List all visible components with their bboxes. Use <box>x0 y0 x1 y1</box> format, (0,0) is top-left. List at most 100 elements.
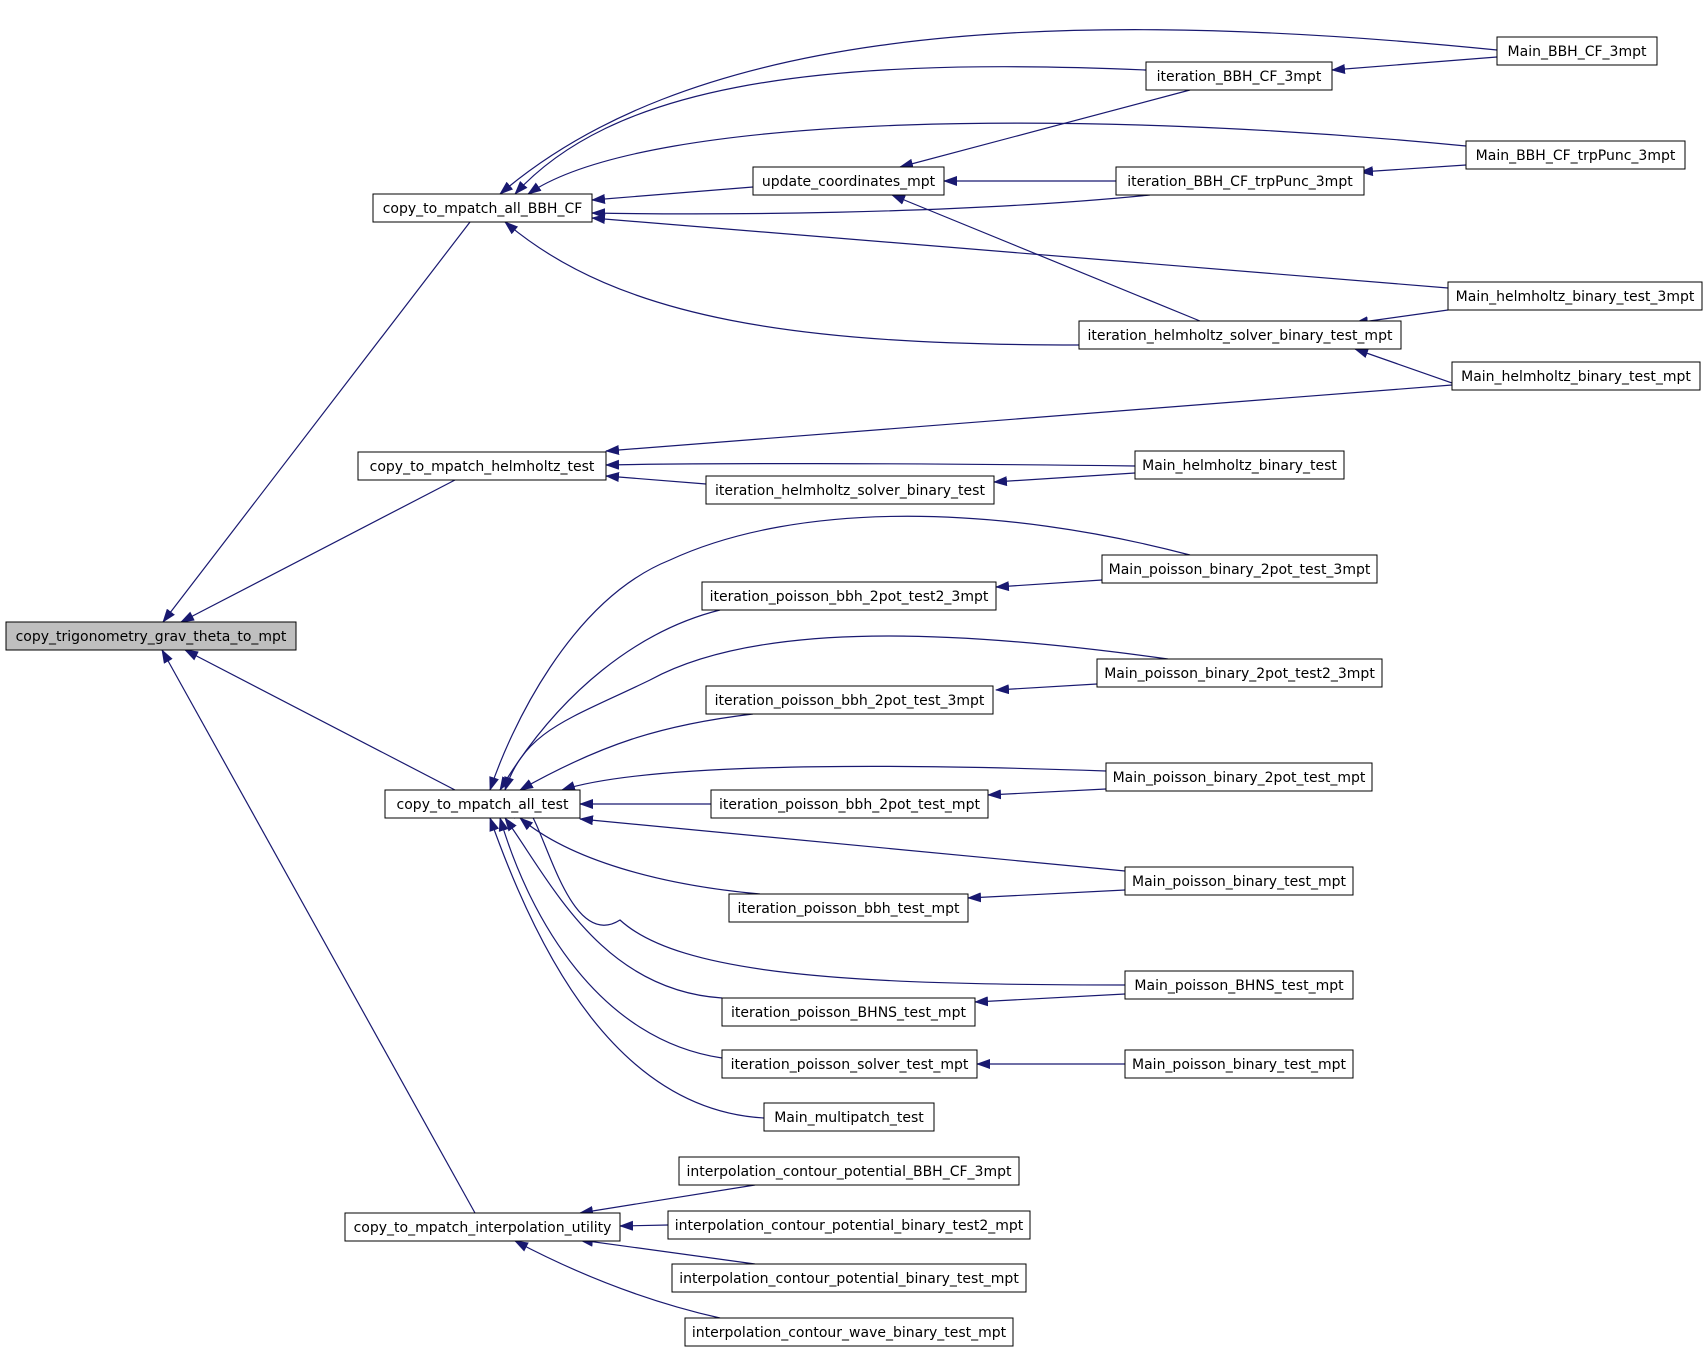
node-itbbhtrp[interactable]: iteration_BBH_CF_trpPunc_3mpt <box>1115 166 1365 196</box>
node-box <box>763 1102 935 1132</box>
node-icbt[interactable]: interpolation_contour_potential_binary_t… <box>671 1263 1027 1293</box>
node-box <box>357 451 607 481</box>
node-label: Main_poisson_binary_test_mpt <box>1132 874 1346 890</box>
node-mhelm[interactable]: Main_helmholtz_binary_test <box>1134 450 1345 480</box>
node-box <box>684 1317 1014 1347</box>
node-mhelm3[interactable]: Main_helmholtz_binary_test_3mpt <box>1447 281 1703 311</box>
node-box <box>372 193 593 223</box>
node-interp[interactable]: copy_to_mpatch_interpolation_utility <box>344 1212 621 1242</box>
node-box <box>721 1049 978 1079</box>
edge-mp2tm-to-alltest <box>561 765 1107 791</box>
node-label: iteration_poisson_bbh_test_mpt <box>737 901 960 917</box>
node-box <box>671 1263 1027 1293</box>
edge-mbbhtrp-to-itbbhtrp <box>1359 164 1467 177</box>
node-box <box>1115 166 1365 196</box>
node-ip2tm[interactable]: iteration_poisson_bbh_2pot_test_mpt <box>710 789 989 819</box>
node-label: iteration_poisson_solver_test_mpt <box>731 1057 969 1073</box>
node-mp2t3[interactable]: Main_poisson_binary_2pot_test_3mpt <box>1101 554 1378 584</box>
node-label: Main_helmholtz_binary_test_3mpt <box>1456 289 1695 305</box>
node-mp2tm[interactable]: Main_poisson_binary_2pot_test_mpt <box>1105 762 1373 792</box>
node-ithelm[interactable]: iteration_helmholtz_solver_binary_test <box>705 475 995 505</box>
node-icbt2[interactable]: interpolation_contour_potential_binary_t… <box>667 1210 1031 1240</box>
node-mmulti[interactable]: Main_multipatch_test <box>763 1102 935 1132</box>
node-mpbtm2[interactable]: Main_poisson_binary_test_mpt <box>1124 1049 1354 1079</box>
node-ithelmmpt[interactable]: iteration_helmholtz_solver_binary_test_m… <box>1078 320 1402 350</box>
node-label: iteration_helmholtz_solver_binary_test_m… <box>1088 328 1393 344</box>
node-mbbhtrp[interactable]: Main_BBH_CF_trpPunc_3mpt <box>1465 140 1686 170</box>
node-box <box>1145 61 1333 91</box>
nodes: copy_trigonometry_grav_theta_to_mpt copy_… <box>5 36 1703 1347</box>
edge-alltest-to-root <box>184 649 456 791</box>
edge-mpbhns-to-alltest <box>514 804 1126 986</box>
node-mhelmmpt[interactable]: Main_helmholtz_binary_test_mpt <box>1451 361 1701 391</box>
edge-mhelm3-to-bbh <box>591 214 1449 289</box>
node-ip2t3[interactable]: iteration_poisson_bbh_2pot_test_3mpt <box>705 685 994 715</box>
edge-mbbhtrp-to-bbh <box>527 122 1467 195</box>
node-label: interpolation_contour_wave_binary_test_m… <box>692 1325 1007 1341</box>
node-box <box>678 1156 1020 1186</box>
edge-mp2tm-to-ip2tm <box>987 788 1107 800</box>
edges <box>161 29 1498 1319</box>
edge-itbbh3-to-bbh <box>514 66 1147 195</box>
edge-mbbh3-to-itbbh3 <box>1331 56 1498 74</box>
edge-icw-to-interp <box>514 1240 721 1319</box>
node-label: Main_poisson_binary_2pot_test_mpt <box>1113 770 1366 786</box>
node-label: iteration_poisson_bbh_2pot_test_3mpt <box>715 693 985 709</box>
edge-ithelm-to-helm <box>605 472 707 485</box>
node-box <box>1447 281 1703 311</box>
node-label: update_coordinates_mpt <box>762 174 936 190</box>
node-box <box>701 581 997 611</box>
node-mbbh3[interactable]: Main_BBH_CF_3mpt <box>1496 36 1658 66</box>
edge-icbt-to-interp <box>579 1236 756 1265</box>
node-label: Main_poisson_BHNS_test_mpt <box>1134 978 1344 994</box>
node-ipst[interactable]: iteration_poisson_solver_test_mpt <box>721 1049 978 1079</box>
node-mpbhns[interactable]: Main_poisson_BHNS_test_mpt <box>1124 970 1354 1000</box>
node-mp2t23[interactable]: Main_poisson_binary_2pot_test2_3mpt <box>1096 658 1383 688</box>
node-label: interpolation_contour_potential_binary_t… <box>679 1271 1019 1287</box>
edge-icbt2-to-interp <box>619 1220 669 1231</box>
node-box <box>705 685 994 715</box>
node-label: Main_poisson_binary_2pot_test2_3mpt <box>1104 666 1375 682</box>
node-root[interactable]: copy_trigonometry_grav_theta_to_mpt <box>5 621 297 651</box>
node-box <box>710 789 989 819</box>
node-bbh[interactable]: copy_to_mpatch_all_BBH_CF <box>372 193 593 223</box>
node-label: Main_helmholtz_binary_test_mpt <box>1461 369 1691 385</box>
edge-mpbtm-to-ipbtm <box>967 889 1126 903</box>
node-upd[interactable]: update_coordinates_mpt <box>752 166 945 196</box>
edge-mpbtm-to-alltest <box>579 815 1126 872</box>
edge-mhelm-to-ithelm <box>993 472 1136 487</box>
node-label: Main_BBH_CF_3mpt <box>1508 44 1647 60</box>
node-ipbtm[interactable]: iteration_poisson_bbh_test_mpt <box>728 893 969 923</box>
node-label: interpolation_contour_potential_BBH_CF_3… <box>687 1164 1012 1180</box>
node-label: copy_to_mpatch_helmholtz_test <box>370 459 595 475</box>
node-label: iteration_BBH_CF_trpPunc_3mpt <box>1127 174 1353 190</box>
node-box <box>344 1212 621 1242</box>
node-ip2t23[interactable]: iteration_poisson_bbh_2pot_test2_3mpt <box>701 581 997 611</box>
edge-itbbh3-to-upd <box>899 89 1191 169</box>
node-helm[interactable]: copy_to_mpatch_helmholtz_test <box>357 451 607 481</box>
node-label: iteration_BBH_CF_3mpt <box>1157 69 1322 85</box>
node-ipbhns[interactable]: iteration_poisson_BHNS_test_mpt <box>721 997 976 1027</box>
node-box <box>1124 970 1354 1000</box>
node-icw[interactable]: interpolation_contour_wave_binary_test_m… <box>684 1317 1014 1347</box>
edge-mbbh3-to-bbh <box>499 29 1498 195</box>
edge-ipbhns-to-alltest <box>504 817 723 999</box>
edge-mp2t23-to-alltest <box>504 635 1169 791</box>
node-label: Main_poisson_binary_2pot_test_3mpt <box>1109 562 1371 578</box>
node-box <box>1105 762 1373 792</box>
node-box <box>1451 361 1701 391</box>
node-itbbh3[interactable]: iteration_BBH_CF_3mpt <box>1145 61 1333 91</box>
edge-ipbtm-to-alltest <box>519 817 761 895</box>
node-mpbtm[interactable]: Main_poisson_binary_test_mpt <box>1124 866 1354 896</box>
node-alltest[interactable]: copy_to_mpatch_all_test <box>384 789 581 819</box>
node-box <box>728 893 969 923</box>
edge-mp2t23-to-ip2t3 <box>995 683 1098 695</box>
edge-icbbh-to-interp <box>579 1184 756 1216</box>
node-icbbh[interactable]: interpolation_contour_potential_BBH_CF_3… <box>678 1156 1020 1186</box>
node-label: iteration_poisson_BHNS_test_mpt <box>731 1005 966 1021</box>
edge-ipst-to-alltest <box>498 817 723 1059</box>
node-box <box>1124 866 1354 896</box>
edge-upd-to-bbh <box>591 186 754 204</box>
node-box <box>1134 450 1345 480</box>
node-label: Main_BBH_CF_trpPunc_3mpt <box>1476 148 1676 164</box>
